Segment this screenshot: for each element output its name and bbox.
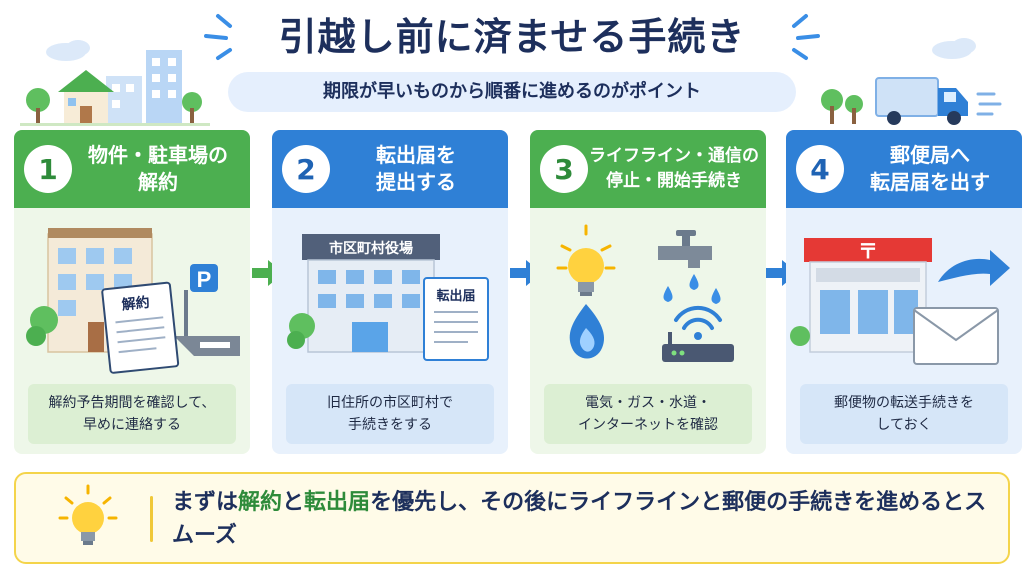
moving-out-doc-label: 転出届	[436, 288, 475, 303]
step-note-4: 郵便物の転送手続きを しておく	[800, 384, 1008, 444]
page-subtitle: 期限が早いものから順番に進めるのがポイント	[228, 72, 796, 112]
utilities-illustration	[556, 224, 734, 362]
post-office-illustration: 〒	[790, 238, 1010, 365]
tip-text: まずは解約と転出届を優先し、その後にライフラインと郵便の手続きを進めるとスムーズ	[172, 486, 992, 552]
town-illustration	[20, 40, 210, 126]
tip-text-part: を優先し、その後にライフラインと郵便の手続きを進めるとスムーズ	[172, 490, 987, 548]
title-burst-left	[204, 14, 232, 60]
step-header-2: 2 転出届を 提出する	[272, 130, 508, 208]
step-number-3: 3	[540, 145, 588, 193]
step-note-2: 旧住所の市区町村で 手続きをする	[286, 384, 494, 444]
title-burst-right	[792, 14, 820, 60]
wifi-router-icon	[662, 305, 734, 362]
step-note-1: 解約予告期間を確認して、 早めに連絡する	[28, 384, 236, 444]
forward-arrow-icon	[938, 250, 1010, 286]
gas-flame-icon	[569, 304, 605, 359]
step-header-3: 3 ライフライン・通信の 停止・開始手続き	[530, 130, 766, 208]
light-bulb-icon	[58, 484, 118, 545]
page-title: 引越し前に済ませる手続き	[278, 15, 746, 59]
step-title-3: ライフライン・通信の 停止・開始手続き	[589, 146, 759, 191]
tip-box: まずは解約と転出届を優先し、その後にライフラインと郵便の手続きを進めるとスムーズ	[14, 472, 1010, 564]
city-hall-sign: 市区町村役場	[329, 240, 413, 256]
tip-text-part: と	[282, 490, 305, 515]
step-card-2: 2 転出届を 提出する 市区町村役場 転出届 旧住所の市区町村で 手続きをする	[272, 130, 508, 454]
postal-mark-icon: 〒	[858, 239, 878, 263]
light-bulb-icon	[556, 224, 616, 296]
step-card-4: 4 郵便局へ 転居届を出す 〒 郵便物の転送手続きを しておく	[786, 130, 1022, 454]
city-hall-illustration: 市区町村役場 転出届	[287, 234, 489, 361]
tip-highlight-moving-out: 転出届	[304, 490, 371, 515]
step-header-1: 1 物件・駐車場の 解約	[14, 130, 250, 208]
step-number-1: 1	[24, 145, 72, 193]
step-card-3: 3 ライフライン・通信の 停止・開始手続き	[530, 130, 766, 454]
parking-sign-label: P	[197, 267, 212, 292]
step-number-4: 4	[796, 145, 844, 193]
tip-text-part: まずは	[172, 490, 239, 515]
tip-highlight-cancellation: 解約	[238, 490, 283, 515]
step-title-1: 物件・駐車場の 解約	[88, 143, 228, 194]
step-title-2: 転出届を 提出する	[376, 143, 456, 194]
water-tap-icon	[658, 230, 721, 304]
apartment-contract-illustration: P 解約	[26, 228, 240, 374]
contract-doc-label: 解約	[121, 294, 151, 313]
step-title-4: 郵便局へ 転居届を出す	[870, 143, 990, 194]
tip-divider	[150, 496, 153, 542]
step-number-2: 2	[282, 145, 330, 193]
step-header-4: 4 郵便局へ 転居届を出す	[786, 130, 1022, 208]
step-note-3: 電気・ガス・水道・ インターネットを確認	[544, 384, 752, 444]
envelope-icon	[913, 307, 999, 365]
step-card-1: 1 物件・駐車場の 解約 P 解約 解約予告期間を確認して、 早めに連絡する	[14, 130, 250, 454]
moving-truck-illustration	[821, 38, 1002, 125]
